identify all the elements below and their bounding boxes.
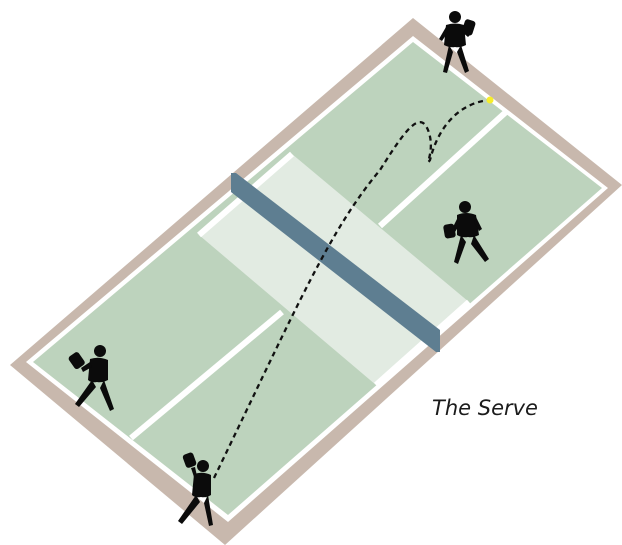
diagram-caption: The Serve [432,396,538,420]
ball [487,97,494,104]
